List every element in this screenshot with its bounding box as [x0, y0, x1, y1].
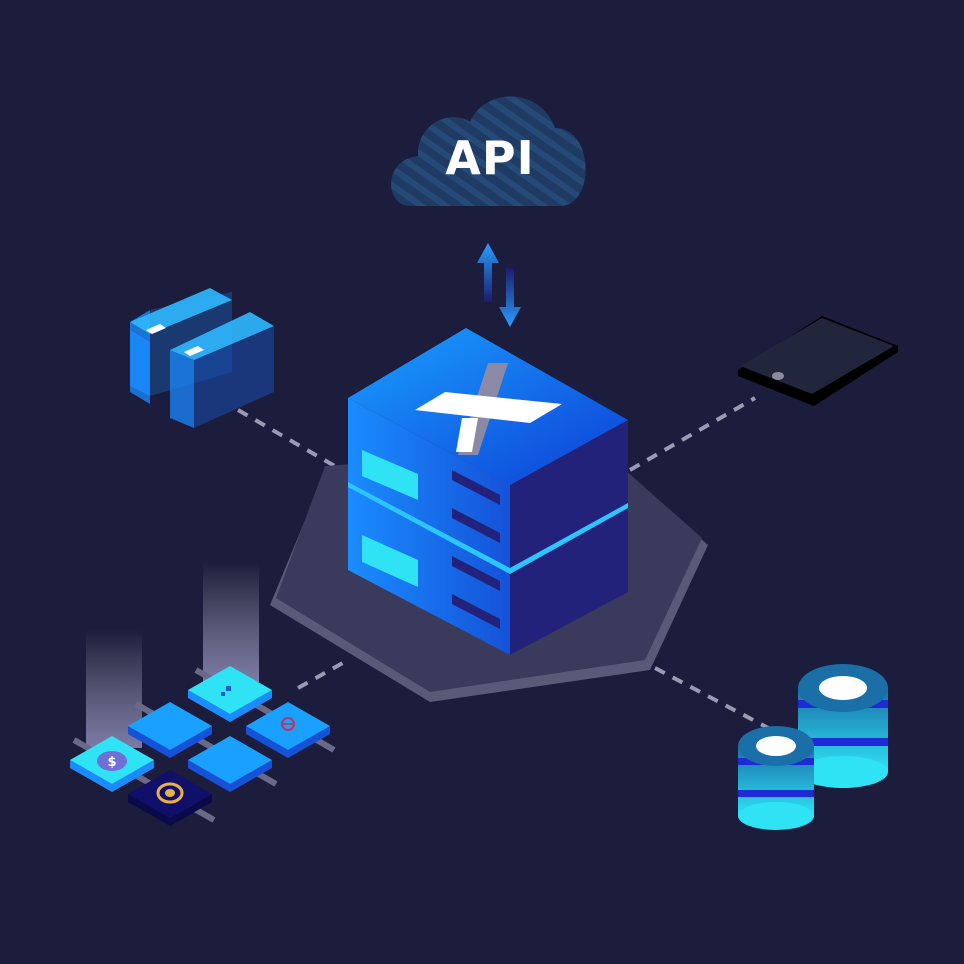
app-tile-grid: $ [70, 562, 336, 826]
api-cloud-label: API [445, 131, 535, 185]
sync-arrows-icon [477, 243, 521, 327]
arrow-down-icon [499, 268, 521, 327]
server-stack [348, 328, 628, 655]
app-tile [128, 702, 212, 750]
app-tile-side [246, 726, 330, 758]
x-logo-icon [415, 363, 562, 455]
database-small [738, 726, 814, 830]
app-tile [188, 736, 272, 784]
app-tile-side [128, 726, 212, 758]
database-stack [738, 664, 888, 830]
database-large [798, 664, 888, 788]
server-panel-upper [362, 450, 418, 500]
app-tile-side [70, 760, 154, 792]
app-tile-side [188, 760, 272, 792]
globe-icon [281, 717, 295, 731]
api-cloud [391, 96, 586, 206]
app-tile-side [188, 690, 272, 722]
arrow-up-icon [477, 243, 499, 302]
app-tile [246, 702, 330, 750]
connector-lines [236, 396, 773, 732]
server-panel-lower [362, 535, 418, 587]
home-button-icon [772, 372, 784, 380]
block-cubes [130, 288, 274, 428]
connector-bottom-right [654, 666, 773, 732]
app-tile-side [128, 794, 212, 826]
dollar-icon: $ [97, 751, 127, 771]
connector-top-left [236, 408, 347, 474]
block-cube-front [170, 312, 274, 428]
connector-top-right [629, 396, 756, 472]
key-icon [221, 686, 231, 696]
connector-bottom-left [297, 658, 349, 690]
mobile-device [738, 316, 898, 406]
light-beam [203, 562, 259, 682]
gold-coin-icon [156, 782, 184, 804]
svg-text:$: $ [107, 755, 116, 770]
